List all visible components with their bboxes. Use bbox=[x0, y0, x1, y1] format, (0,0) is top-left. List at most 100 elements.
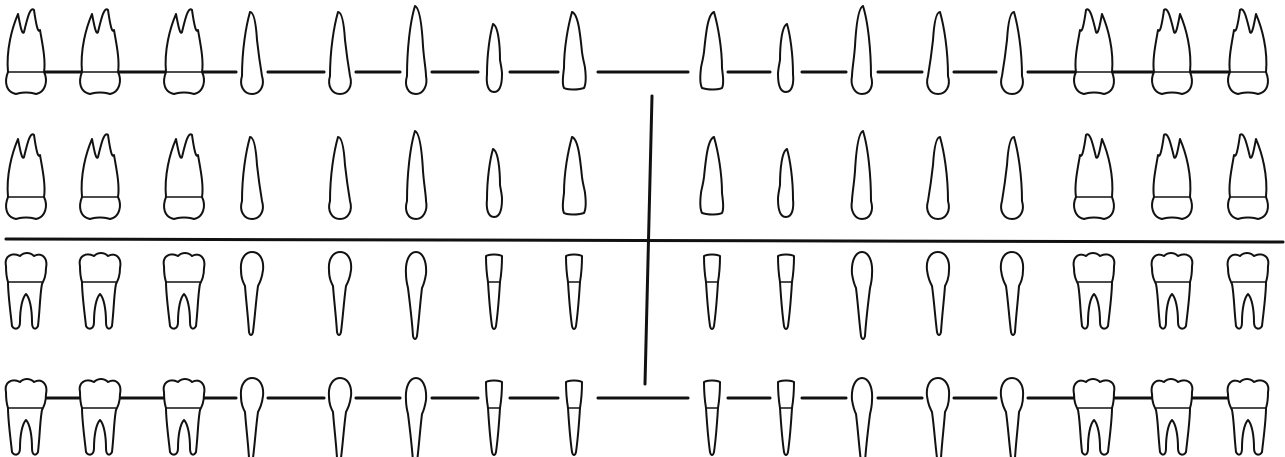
tooth-lower-premolar bbox=[329, 252, 351, 335]
tooth-outline bbox=[406, 131, 426, 219]
tooth-outline bbox=[486, 255, 502, 330]
tooth-upper-premolar bbox=[927, 12, 949, 94]
tooth-outline bbox=[6, 134, 46, 219]
tooth-upper-canine bbox=[406, 6, 426, 94]
tooth-outline bbox=[164, 134, 204, 219]
tooth-outline bbox=[80, 9, 120, 94]
tooth-lower-central-incisor bbox=[704, 255, 720, 330]
lower-lingual-row bbox=[6, 252, 1269, 339]
tooth-outline bbox=[1228, 9, 1268, 94]
tooth-outline bbox=[704, 255, 720, 330]
tooth-outline bbox=[80, 253, 121, 329]
tooth-outline bbox=[927, 252, 949, 335]
tooth-upper-molar bbox=[164, 134, 204, 219]
tooth-outline bbox=[566, 381, 582, 456]
tooth-upper-central-incisor bbox=[563, 12, 586, 90]
tooth-outline bbox=[852, 252, 872, 339]
tooth-lower-lateral-incisor bbox=[778, 381, 794, 456]
tooth-outline bbox=[1001, 137, 1023, 219]
tooth-lower-molar bbox=[1152, 379, 1193, 455]
tooth-lower-premolar bbox=[1001, 252, 1023, 335]
tooth-lower-molar bbox=[6, 379, 47, 455]
upper-lingual-row bbox=[6, 131, 1268, 219]
lower-buccal-row bbox=[6, 378, 1269, 457]
tooth-outline bbox=[927, 137, 949, 219]
connector-lines bbox=[42, 72, 1232, 398]
tooth-upper-lateral-incisor bbox=[487, 24, 502, 92]
tooth-outline bbox=[1001, 12, 1023, 94]
tooth-outline bbox=[1152, 9, 1192, 94]
tooth-outline bbox=[80, 379, 121, 455]
tooth-outline bbox=[1074, 253, 1115, 329]
tooth-upper-premolar bbox=[241, 12, 263, 94]
tooth-outline bbox=[241, 378, 263, 457]
tooth-upper-molar bbox=[1074, 9, 1114, 94]
tooth-outline bbox=[1152, 134, 1192, 219]
tooth-lower-premolar bbox=[329, 378, 351, 457]
tooth-outline bbox=[164, 9, 204, 94]
tooth-upper-premolar bbox=[329, 12, 351, 94]
tooth-lower-molar bbox=[1228, 253, 1269, 329]
tooth-outline bbox=[241, 252, 263, 335]
tooth-outline bbox=[329, 12, 351, 94]
tooth-outline bbox=[487, 24, 502, 92]
tooth-outline bbox=[704, 381, 720, 456]
tooth-lower-lateral-incisor bbox=[778, 255, 794, 330]
tooth-outline bbox=[700, 12, 723, 90]
tooth-outline bbox=[927, 12, 949, 94]
tooth-upper-molar bbox=[1228, 9, 1268, 94]
occlusal-line bbox=[6, 239, 1283, 242]
tooth-lower-premolar bbox=[927, 252, 949, 335]
tooth-upper-molar bbox=[1074, 134, 1114, 219]
tooth-lower-canine bbox=[406, 252, 426, 339]
tooth-outline bbox=[852, 6, 872, 94]
tooth-lower-lateral-incisor bbox=[486, 381, 502, 456]
tooth-lower-premolar bbox=[927, 378, 949, 457]
tooth-upper-canine bbox=[852, 6, 872, 94]
tooth-outline bbox=[406, 378, 426, 457]
tooth-outline bbox=[1152, 379, 1193, 455]
tooth-lower-central-incisor bbox=[704, 381, 720, 456]
tooth-outline bbox=[486, 381, 502, 456]
tooth-upper-molar bbox=[6, 9, 46, 94]
tooth-upper-molar bbox=[164, 9, 204, 94]
tooth-outline bbox=[6, 379, 47, 455]
tooth-lower-molar bbox=[80, 379, 121, 455]
tooth-lower-molar bbox=[164, 379, 205, 455]
tooth-outline bbox=[778, 24, 793, 92]
tooth-outline bbox=[241, 12, 263, 94]
tooth-upper-molar bbox=[1228, 134, 1268, 219]
tooth-outline bbox=[1001, 252, 1023, 335]
tooth-upper-molar bbox=[6, 134, 46, 219]
tooth-outline bbox=[1001, 378, 1023, 457]
tooth-outline bbox=[406, 6, 426, 94]
tooth-outline bbox=[1074, 134, 1114, 219]
tooth-outline bbox=[487, 149, 502, 217]
tooth-lower-molar bbox=[80, 253, 121, 329]
tooth-outline bbox=[927, 378, 949, 457]
tooth-outline bbox=[700, 137, 723, 215]
tooth-outline bbox=[164, 253, 205, 329]
tooth-lower-molar bbox=[1074, 379, 1115, 455]
tooth-outline bbox=[852, 131, 872, 219]
tooth-outline bbox=[852, 378, 872, 457]
tooth-upper-premolar bbox=[927, 137, 949, 219]
tooth-outline bbox=[6, 253, 47, 329]
tooth-outline bbox=[1228, 134, 1268, 219]
tooth-outline bbox=[563, 12, 586, 90]
tooth-upper-premolar bbox=[329, 137, 351, 219]
tooth-outline bbox=[329, 137, 351, 219]
tooth-upper-premolar bbox=[1001, 12, 1023, 94]
tooth-upper-lateral-incisor bbox=[487, 149, 502, 217]
tooth-lower-central-incisor bbox=[566, 255, 582, 330]
tooth-lower-premolar bbox=[241, 378, 263, 457]
tooth-lower-molar bbox=[1152, 253, 1193, 329]
upper-buccal-row bbox=[6, 6, 1268, 94]
tooth-lower-central-incisor bbox=[566, 381, 582, 456]
tooth-lower-premolar bbox=[241, 252, 263, 335]
tooth-upper-lateral-incisor bbox=[778, 149, 793, 217]
tooth-upper-premolar bbox=[1001, 137, 1023, 219]
tooth-outline bbox=[1228, 253, 1269, 329]
tooth-upper-molar bbox=[80, 134, 120, 219]
